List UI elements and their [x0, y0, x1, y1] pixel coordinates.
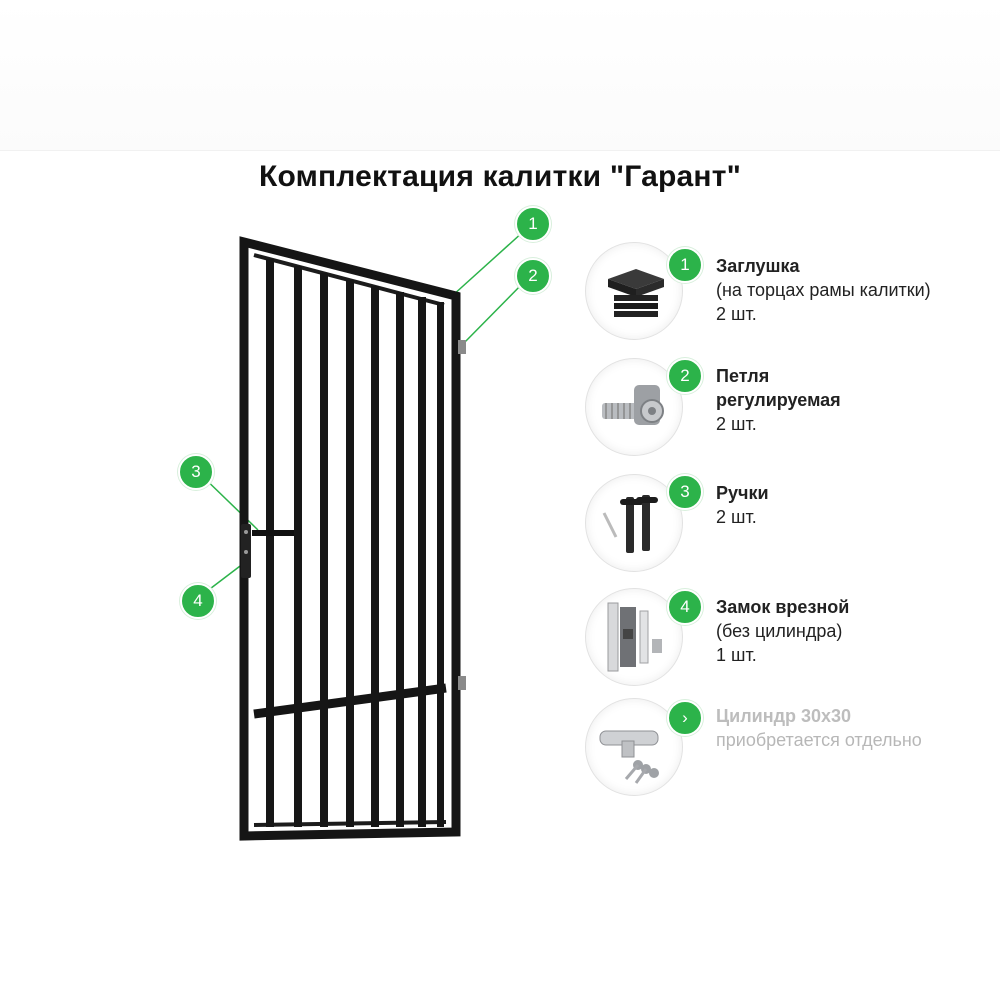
- item-2-marker: 2: [667, 358, 703, 394]
- plug-cap-icon: [608, 269, 664, 317]
- gate-marker-3: 3: [178, 454, 214, 490]
- mortise-lock-icon: [607, 602, 662, 672]
- item-2-name: Петля: [716, 366, 770, 386]
- lock-cylinder-icon: [599, 730, 659, 784]
- item-4-name: Замок врезной: [716, 597, 850, 617]
- gate-marker-2: 2: [515, 258, 551, 294]
- page-title: Комплектация калитки "Гарант": [258, 160, 742, 193]
- gate-marker-4: 4: [180, 583, 216, 619]
- item-3-desc-1: 2 шт.: [716, 507, 757, 527]
- item-3-marker: 3: [667, 474, 703, 510]
- item-4-marker: 4: [667, 589, 703, 625]
- header-band: [0, 0, 1000, 151]
- item-5-marker: ›: [667, 700, 703, 736]
- door-handles-icon: [602, 495, 658, 553]
- adjustable-hinge-icon: [602, 385, 664, 425]
- item-1-name: Заглушка: [716, 256, 800, 276]
- item-2-thumbnail: [585, 358, 683, 456]
- item-4-desc-1: (без цилиндра): [716, 621, 843, 641]
- item-2-desc-1: 2 шт.: [716, 414, 757, 434]
- item-1-thumbnail: [585, 242, 683, 340]
- item-5-name: Цилиндр 30х30: [716, 706, 852, 726]
- item-3-name: Ручки: [716, 483, 769, 503]
- item-5-desc-1: приобретается отдельно: [716, 730, 922, 750]
- item-2-name-2: регулируемая: [716, 390, 841, 410]
- item-2-text: Петля регулируемая 2 шт.: [716, 364, 841, 436]
- item-4-text: Замок врезной (без цилиндра) 1 шт.: [716, 595, 849, 667]
- item-4-thumbnail: [585, 588, 683, 686]
- gate-marker-1: 1: [515, 206, 551, 242]
- item-3-text: Ручки 2 шт.: [716, 481, 769, 529]
- item-5-text: Цилиндр 30х30 приобретается отдельно: [716, 704, 922, 752]
- item-3-thumbnail: [585, 474, 683, 572]
- item-1-marker: 1: [667, 247, 703, 283]
- item-1-desc-2: 2 шт.: [716, 304, 757, 324]
- item-1-text: Заглушка (на торцах рамы калитки) 2 шт.: [716, 254, 931, 326]
- gate-frame: [239, 236, 466, 841]
- item-1-desc-1: (на торцах рамы калитки): [716, 280, 931, 300]
- item-4-desc-2: 1 шт.: [716, 645, 757, 665]
- item-5-thumbnail: [585, 698, 683, 796]
